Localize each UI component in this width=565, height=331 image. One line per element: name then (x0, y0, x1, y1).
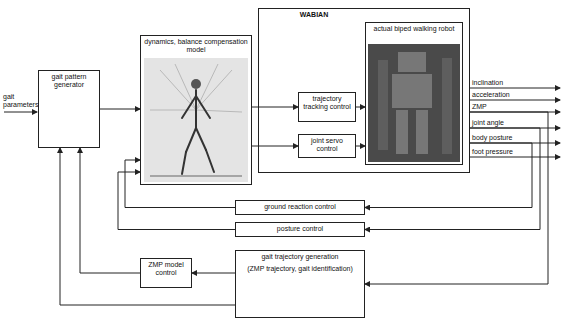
box-title: gait trajectory generation (238, 253, 362, 261)
feedback-box: posture control (235, 222, 365, 237)
signal-label: inclination (472, 79, 503, 87)
model-box: dynamics, balance compensation model (140, 35, 252, 185)
signal-label: foot pressure (472, 148, 513, 156)
box-title: WABIAN (261, 11, 467, 19)
robot-photo-detail (378, 52, 452, 154)
generator-box: gait pattern generator (38, 70, 100, 148)
output-arrows (470, 88, 560, 157)
humanoid-figure (182, 79, 214, 174)
box-title: gait pattern generator (41, 73, 97, 89)
box-body: (ZMP trajectory, gait identification) (238, 265, 362, 273)
box-title: ZMP model control (143, 261, 189, 277)
signal-line (125, 160, 235, 208)
box-title: dynamics, balance compensation model (143, 38, 249, 54)
box-title: posture control (238, 225, 362, 233)
signal-label: body posture (472, 134, 512, 142)
robot-photo (368, 44, 460, 162)
box-title: ground reaction control (238, 203, 362, 211)
input-arrow (4, 112, 37, 113)
signal-line (100, 109, 140, 110)
signal-label: acceleration (472, 91, 510, 99)
robot-region: WABIAN actual biped walking robot trajecto… (258, 8, 470, 173)
generator-box: gait trajectory generation (ZMP trajector… (235, 250, 365, 318)
signal-label: ZMP (472, 103, 487, 111)
control-box: trajectory tracking control (298, 92, 356, 122)
box-title: trajectory tracking control (301, 95, 353, 111)
signal-line (80, 148, 140, 273)
signal-line (365, 112, 548, 284)
model-ground (144, 58, 248, 182)
feedback-box: ground reaction control (235, 200, 365, 215)
signal-line (365, 143, 532, 208)
box-title: joint servo control (301, 137, 353, 153)
signal-line (192, 273, 235, 274)
input-label: gait parameters (3, 93, 37, 109)
signal-line (60, 148, 235, 305)
robot-box: actual biped walking robot (365, 22, 463, 165)
box-title: actual biped walking robot (368, 25, 460, 33)
signal-line (118, 172, 235, 230)
signal-line (356, 107, 365, 108)
floor-line (150, 176, 242, 177)
control-box: joint servo control (298, 134, 356, 158)
control-box: ZMP model control (140, 258, 192, 288)
signal-line (365, 128, 540, 230)
signal-line (356, 146, 365, 147)
signal-label: joint angle (472, 119, 504, 127)
